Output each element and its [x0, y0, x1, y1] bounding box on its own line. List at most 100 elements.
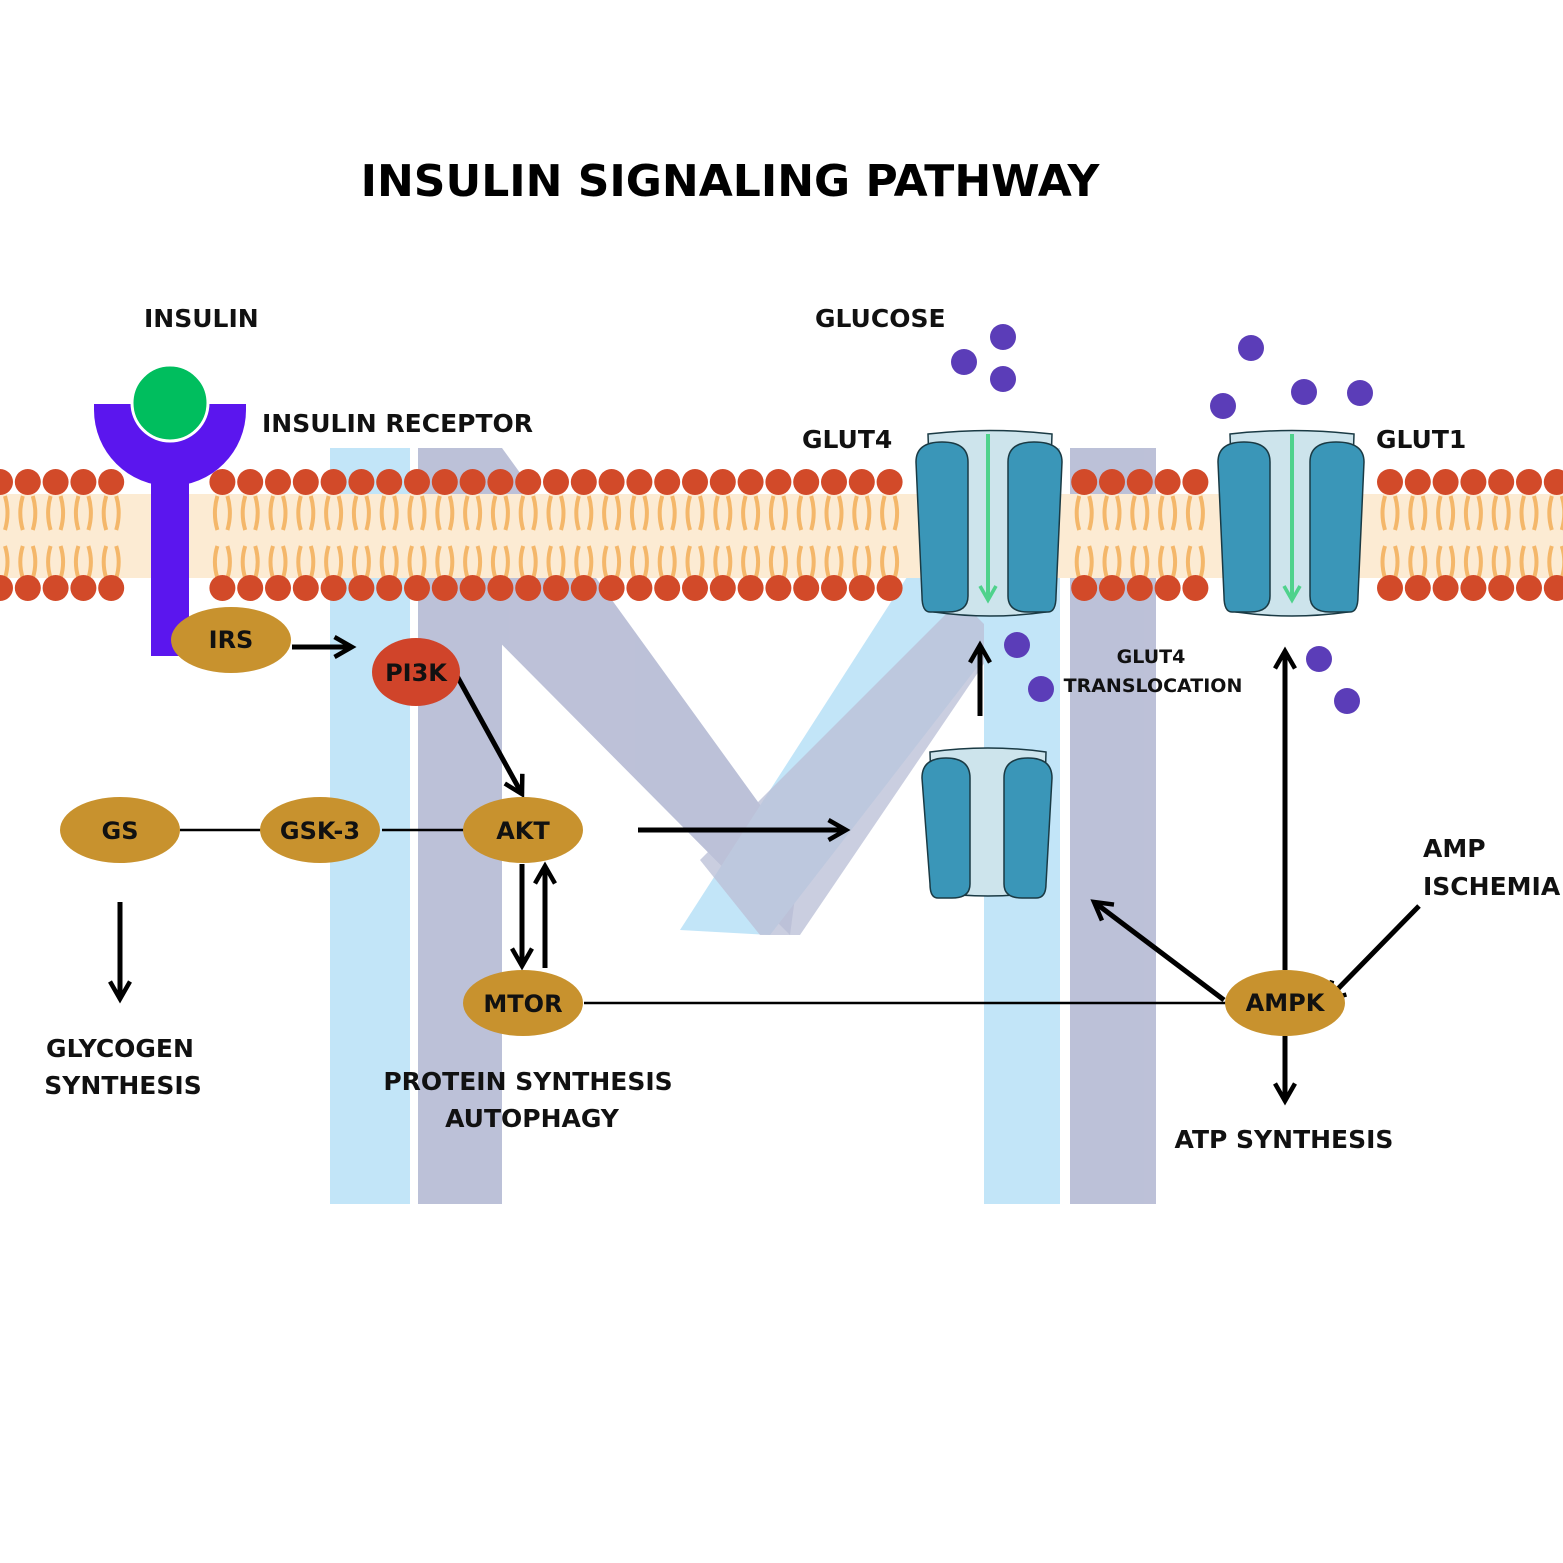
lipid-head [42, 575, 69, 601]
lipid-tail [240, 495, 248, 531]
lipid-head [1099, 575, 1125, 601]
lipid-head [626, 469, 653, 495]
lipid-tail [475, 545, 483, 579]
lipid-tail [225, 545, 232, 579]
lipid-head [237, 469, 264, 495]
lipid-tail [864, 495, 872, 531]
lipid-tail [1436, 545, 1443, 579]
lipid-head [1071, 469, 1098, 495]
lipid-tail [1102, 495, 1109, 531]
lipid-tail [420, 495, 427, 531]
glucose-dot [1028, 676, 1054, 702]
lipid-head [98, 469, 125, 495]
lipid-head [376, 575, 403, 601]
lipid-tail [475, 495, 483, 531]
lipid-tail [685, 495, 692, 531]
lipid-head [848, 575, 875, 601]
node-akt: AKT [463, 797, 583, 863]
lipid-tail [1463, 545, 1471, 579]
lipid-tail [685, 545, 692, 579]
lipid-tail [753, 495, 761, 531]
lipid-tail [46, 495, 53, 531]
lipid-head [765, 469, 792, 495]
lipid-head [292, 469, 319, 495]
lipid-tail [809, 545, 816, 579]
lipid-tail [1504, 495, 1511, 531]
lipid-tail [1102, 545, 1109, 579]
lipid-head [320, 469, 347, 495]
lipid-tail [435, 495, 442, 531]
amp-ampk-arrow [1323, 904, 1421, 1004]
lipid-tail [837, 495, 844, 531]
lipid-tail [614, 495, 622, 531]
lipid-tail [379, 545, 387, 579]
lipid-head [0, 575, 13, 601]
lipid-head [654, 469, 681, 495]
lipid-tail [559, 545, 566, 579]
lipid-tail [629, 495, 637, 531]
lipid-tail [503, 495, 510, 531]
lipid-tail [1170, 495, 1178, 531]
lipid-head [737, 469, 764, 495]
lipid-tail [1519, 545, 1526, 579]
lipid-head [320, 575, 347, 601]
glucose-dot [1291, 379, 1317, 405]
svg-text:AKT: AKT [496, 817, 550, 845]
lipid-head [459, 575, 486, 601]
lipid-tail [837, 545, 844, 579]
lipid-tail [1074, 545, 1082, 579]
lipid-head [404, 469, 430, 495]
lipid-head [1182, 469, 1209, 495]
lipid-head [765, 575, 792, 601]
lipid-head [1099, 469, 1125, 495]
lipid-tail [212, 495, 220, 531]
lipid-tail [212, 545, 220, 579]
lipid-tail [586, 545, 594, 579]
lipid-tail [30, 545, 38, 579]
svg-text:IRS: IRS [209, 626, 254, 654]
svg-text:GSK-3: GSK-3 [280, 817, 360, 845]
lipid-tail [864, 545, 872, 579]
lipid-tail [1504, 545, 1511, 579]
lipid-head [1488, 469, 1515, 495]
lipid-tail [657, 545, 665, 579]
label-protein-synthesis: PROTEIN SYNTHESIS [383, 1067, 672, 1096]
lipid-tail [351, 545, 359, 579]
svg-text:GS: GS [102, 817, 139, 845]
lipid-tail [768, 495, 776, 531]
node-irs: IRS [171, 607, 291, 673]
node-gsk3: GSK-3 [260, 797, 380, 863]
glut4-transporter [915, 429, 1063, 617]
glut1-transporter [1217, 429, 1365, 617]
lipid-head [570, 469, 597, 495]
lipid-tail [824, 545, 831, 579]
insulin-receptor [94, 404, 246, 656]
lipid-head [737, 575, 764, 601]
node-gs: GS [60, 797, 180, 863]
lipid-tail [781, 495, 788, 531]
label-glucose: GLUCOSE [815, 304, 946, 333]
lipid-tail [1408, 495, 1415, 531]
glucose-dot [1210, 393, 1236, 419]
lipid-tail [268, 545, 275, 579]
lipid-tail [1185, 545, 1193, 579]
lipid-tail [546, 495, 553, 531]
lipid-tail [741, 495, 748, 531]
lipid-tail [1380, 545, 1387, 579]
lipid-tail [1130, 495, 1137, 531]
lipid-head [1404, 575, 1431, 601]
lipid-tail [1476, 545, 1483, 579]
label-ischemia: ISCHEMIA [1423, 872, 1561, 901]
lipid-head [1126, 575, 1153, 601]
glucose-dot [1306, 646, 1332, 672]
label-glut4-translocation-1: GLUT4 [1117, 646, 1186, 668]
lipid-tail [629, 545, 637, 579]
lipid-tail [490, 495, 498, 531]
lipid-head [98, 575, 125, 601]
lipid-head [1377, 469, 1403, 495]
lipid-head [821, 469, 847, 495]
lipid-head [848, 469, 875, 495]
node-mtor: MTOR [463, 970, 583, 1036]
lipid-head [515, 575, 542, 601]
